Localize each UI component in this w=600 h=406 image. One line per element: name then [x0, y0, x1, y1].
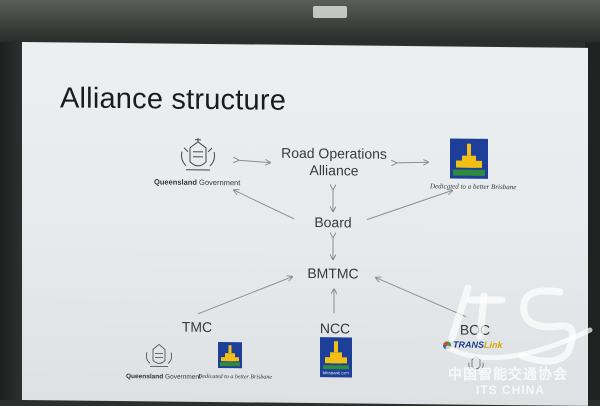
- qld-caption-top: Queensland Government: [154, 177, 240, 187]
- node-boc: BOC: [459, 321, 491, 338]
- arrow-tmc-bmtmc: [197, 276, 292, 315]
- translink-swirl-icon: [443, 341, 451, 350]
- bcc-label: BRISBANE CITY: [323, 371, 350, 375]
- city-hall-icon-small: [220, 345, 240, 367]
- watermark-chinese-text: 中国智能交通协会: [448, 366, 568, 382]
- arrow-board-bcc: [366, 190, 452, 221]
- node-tmc: TMC: [181, 318, 213, 335]
- city-hall-icon: [453, 143, 485, 176]
- arrow-boc-bmtmc: [376, 278, 467, 318]
- crest-icon: [181, 137, 215, 171]
- qld-suffix: Government: [196, 177, 241, 188]
- qld-suffix-bottom: Government: [163, 373, 201, 381]
- arrow-alliance-bcc: [396, 162, 428, 163]
- arrow-qld-alliance: [238, 160, 270, 162]
- node-road-operations-alliance: Road Operations Alliance: [281, 144, 387, 179]
- projected-slide: Alliance structure Road Operations Allia…: [22, 42, 588, 406]
- translink-link: Link: [484, 339, 503, 351]
- room-background-right: [585, 42, 600, 400]
- node-bmtmc: BMTMC: [307, 264, 359, 282]
- room-background-left: [0, 42, 22, 400]
- qld-brand: Queensland: [154, 177, 197, 187]
- translink-trans: TRANS: [453, 339, 484, 350]
- city-hall-icon-ncc: BRISBANE CITY: [323, 341, 350, 375]
- translink-logo: TRANSLink: [442, 339, 503, 350]
- brisbane-city-logo-small: [218, 342, 242, 369]
- room-background-top: [0, 0, 600, 42]
- ceiling-light: [313, 6, 347, 18]
- watermark-english-text: ITS CHINA: [476, 383, 545, 397]
- brisbane-city-logo: [450, 138, 488, 179]
- brisbane-city-logo-ncc: BRISBANE CITY: [320, 337, 352, 378]
- crest-icon-boc: [468, 356, 484, 370]
- small-crest-logo-boc: [466, 355, 486, 373]
- node-board: Board: [314, 214, 352, 231]
- qld-caption-bottom: Queensland Government: [126, 373, 201, 381]
- queensland-crest-logo-bottom: [142, 339, 176, 371]
- node-ncc: NCC: [319, 320, 351, 337]
- bcc-tagline-top: Dedicated to a better Brisbane: [430, 182, 517, 192]
- crest-icon-bottom: [145, 343, 173, 367]
- bcc-tagline-bottom: Dedicated to a better Brisbane: [198, 373, 272, 381]
- arrow-board-qld: [234, 190, 295, 220]
- qld-brand-bottom: Queensland: [126, 373, 164, 381]
- queensland-crest-logo: [176, 136, 220, 176]
